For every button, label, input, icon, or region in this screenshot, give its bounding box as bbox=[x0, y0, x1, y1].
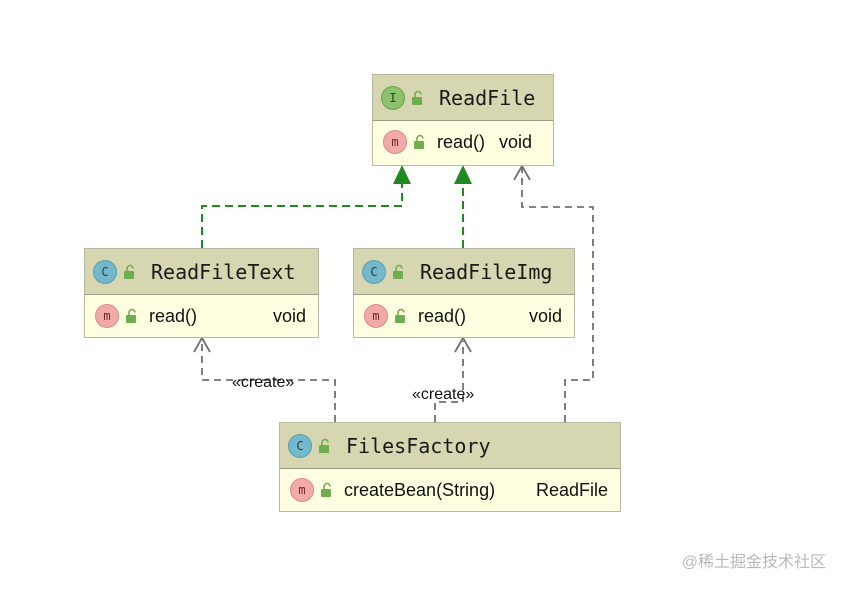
class-header: I ReadFile bbox=[373, 75, 553, 121]
create-arrowhead-readfiletext bbox=[193, 336, 211, 353]
class-box-readfileimg[interactable]: C ReadFileImg m read() void bbox=[353, 248, 575, 338]
method-row[interactable]: m createBean(String) ReadFile bbox=[280, 469, 620, 511]
dependency-line-readfile bbox=[521, 168, 594, 422]
method-name: read() bbox=[418, 305, 467, 326]
method-name: read() bbox=[437, 131, 486, 152]
method-name: createBean(String) bbox=[344, 479, 496, 500]
class-name: FilesFactory bbox=[346, 433, 491, 458]
create-line-readfileimg bbox=[434, 341, 464, 422]
create-arrowhead-readfileimg bbox=[454, 336, 472, 353]
realization-arrowhead-readfiletext bbox=[393, 165, 411, 184]
class-icon: C bbox=[93, 259, 117, 284]
public-lock-icon bbox=[124, 264, 134, 279]
realization-arrowhead-readfileimg bbox=[454, 165, 472, 184]
class-box-readfiletext[interactable]: C ReadFileText m read() void bbox=[84, 248, 319, 338]
method-name: read() bbox=[149, 305, 198, 326]
method-row[interactable]: m read() void bbox=[354, 295, 574, 337]
public-lock-icon bbox=[395, 308, 405, 323]
public-lock-icon bbox=[126, 308, 136, 323]
public-lock-icon bbox=[319, 438, 329, 453]
class-header: C FilesFactory bbox=[280, 423, 620, 469]
public-lock-icon bbox=[412, 90, 422, 105]
class-box-readfile[interactable]: I ReadFile m read() void bbox=[372, 74, 554, 166]
class-header: C ReadFileImg bbox=[354, 249, 574, 295]
method-return-type: void bbox=[499, 131, 533, 152]
class-box-filesfactory[interactable]: C FilesFactory m createBean(String) Read… bbox=[279, 422, 621, 512]
method-icon: m bbox=[364, 304, 388, 328]
method-row[interactable]: m read() void bbox=[85, 295, 318, 337]
method-return-type: ReadFile bbox=[535, 479, 608, 500]
create-line-readfiletext bbox=[201, 341, 336, 422]
class-name: ReadFile bbox=[439, 85, 536, 110]
method-icon: m bbox=[383, 130, 407, 154]
class-name: ReadFileText bbox=[151, 259, 296, 284]
method-return-type: void bbox=[528, 305, 562, 326]
class-header: C ReadFileText bbox=[85, 249, 318, 295]
method-return-type: void bbox=[272, 305, 306, 326]
public-lock-icon bbox=[321, 482, 331, 497]
class-icon: C bbox=[288, 433, 312, 458]
method-icon: m bbox=[95, 304, 119, 328]
create-label-readfiletext: «create» bbox=[232, 374, 295, 391]
class-name: ReadFileImg bbox=[420, 259, 553, 284]
method-row[interactable]: m read() void bbox=[373, 121, 553, 163]
realization-line-readfiletext bbox=[201, 183, 403, 248]
public-lock-icon bbox=[393, 264, 403, 279]
dependency-arrowhead-readfile bbox=[513, 164, 531, 181]
interface-icon: I bbox=[381, 85, 405, 110]
class-icon: C bbox=[362, 259, 386, 284]
public-lock-icon bbox=[414, 134, 424, 149]
create-label-readfileimg: «create» bbox=[412, 386, 475, 403]
static-method-icon: m bbox=[290, 478, 314, 502]
watermark: @稀土掘金技术社区 bbox=[681, 554, 826, 571]
